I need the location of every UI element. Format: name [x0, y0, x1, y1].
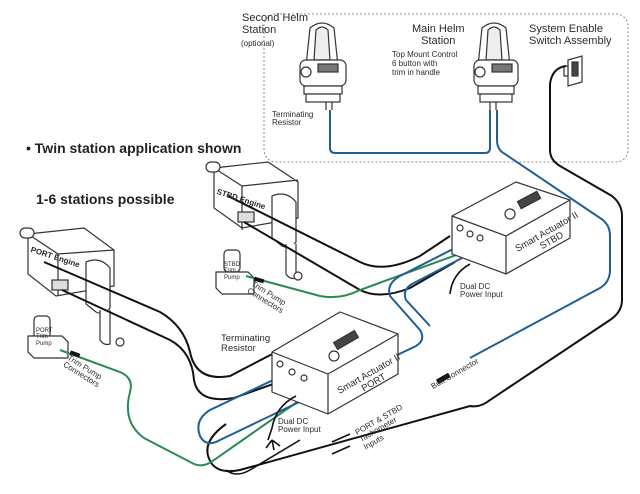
butt-connectors-trim	[69, 276, 265, 358]
second-helm-label: Second Helm Station	[242, 12, 309, 36]
system-enable-switch-cable	[206, 65, 623, 473]
power-and-tach-leads	[225, 263, 471, 475]
system-enable-label: System Enable Switch Assembly	[529, 23, 612, 47]
second-helm-control-icon	[299, 22, 347, 110]
butt-connector-icon	[435, 372, 451, 385]
main-helm-label: Main Helm Station	[412, 23, 465, 47]
terminating-resistor-helm-label: Terminating Resistor	[272, 110, 314, 128]
smart-actuator-stbd-icon	[451, 181, 571, 275]
top-mount-control-label: Top Mount Control 6 button with trim in …	[392, 50, 458, 77]
system-enable-switch-icon	[563, 55, 583, 87]
helm-stations-enclosure	[263, 13, 629, 163]
stbd-trim-pump-icon	[215, 249, 255, 295]
smart-actuator-port-icon	[271, 311, 399, 415]
port-trim-pump-icon	[27, 315, 69, 359]
dual-dc-port-label: Dual DC Power Input	[278, 417, 321, 435]
main-helm-control-icon	[473, 22, 519, 110]
main-helm-to-stbd-actuator-cable	[469, 110, 611, 359]
trim-pump-cables	[59, 249, 471, 467]
terminating-resistor-port-label: Terminating Resistor	[221, 333, 271, 354]
actuator-can-bus-cables	[197, 247, 463, 445]
note-line-1: • Twin station application shown	[26, 140, 242, 156]
twin-station-note: • Twin station application shown 1-6 sta…	[26, 106, 241, 225]
note-line-2: 1-6 stations possible	[36, 191, 175, 207]
port-trim-pump-label: PORT Trim Pump	[36, 328, 53, 347]
stbd-trim-pump-label: STBD Trim Pump	[224, 262, 241, 281]
dual-dc-stbd-label: Dual DC Power Input	[460, 282, 503, 300]
helm-can-bus-cable	[329, 110, 491, 154]
port-engine-icon	[19, 227, 125, 347]
second-helm-optional-label: (optional)	[241, 39, 275, 48]
stbd-engine-icon	[205, 161, 303, 281]
